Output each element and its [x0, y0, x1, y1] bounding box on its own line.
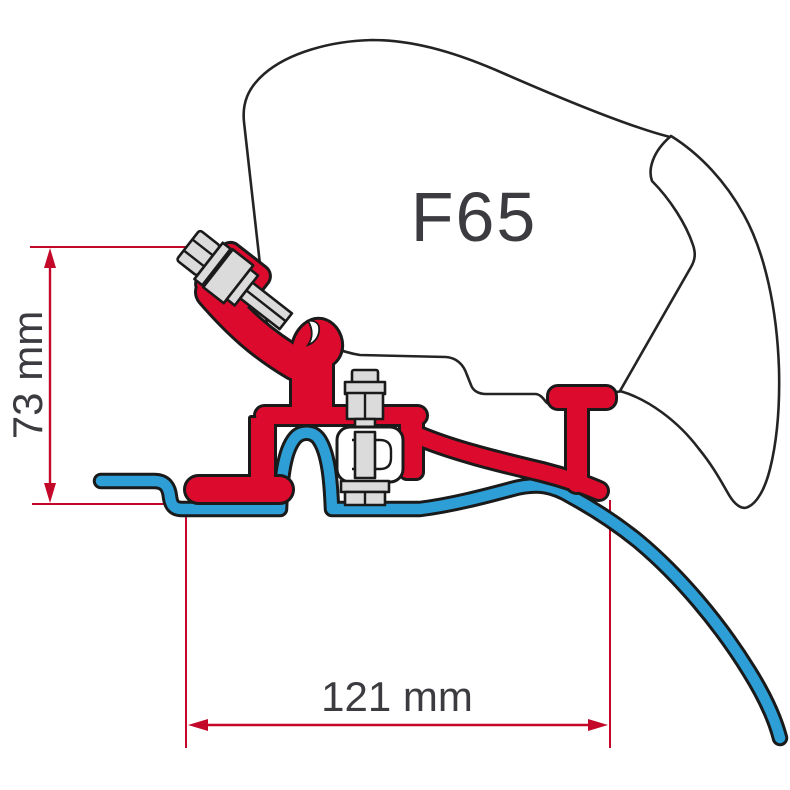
height-dimension-label: 73 mm	[4, 311, 51, 439]
awning-body: F65	[242, 38, 781, 510]
arrow-down-icon	[44, 483, 56, 503]
claw-notch	[305, 319, 321, 347]
bolt-washer	[193, 241, 232, 287]
clamp-plate-inner-edge	[352, 438, 393, 471]
arrow-right-icon	[588, 719, 608, 731]
height-dimension: 73 mm	[4, 246, 218, 505]
bolt-shaft-through-clamp	[353, 430, 377, 480]
arrow-left-icon	[188, 719, 208, 731]
vertical-bolt-clamp	[335, 368, 405, 507]
hex-bolt-facets	[183, 238, 214, 268]
width-dimension: 121 mm	[185, 500, 611, 748]
bolt-washer-bottom	[339, 479, 391, 494]
awning-front-cover-outline	[618, 134, 781, 510]
diagonal-bolt	[176, 229, 294, 331]
arrow-up-icon	[44, 248, 56, 268]
awning-model-label: F65	[411, 178, 538, 256]
bolt-shaft-centerline	[245, 289, 287, 323]
width-dimension-label: 121 mm	[321, 673, 473, 720]
adapter-bracket	[186, 240, 615, 502]
